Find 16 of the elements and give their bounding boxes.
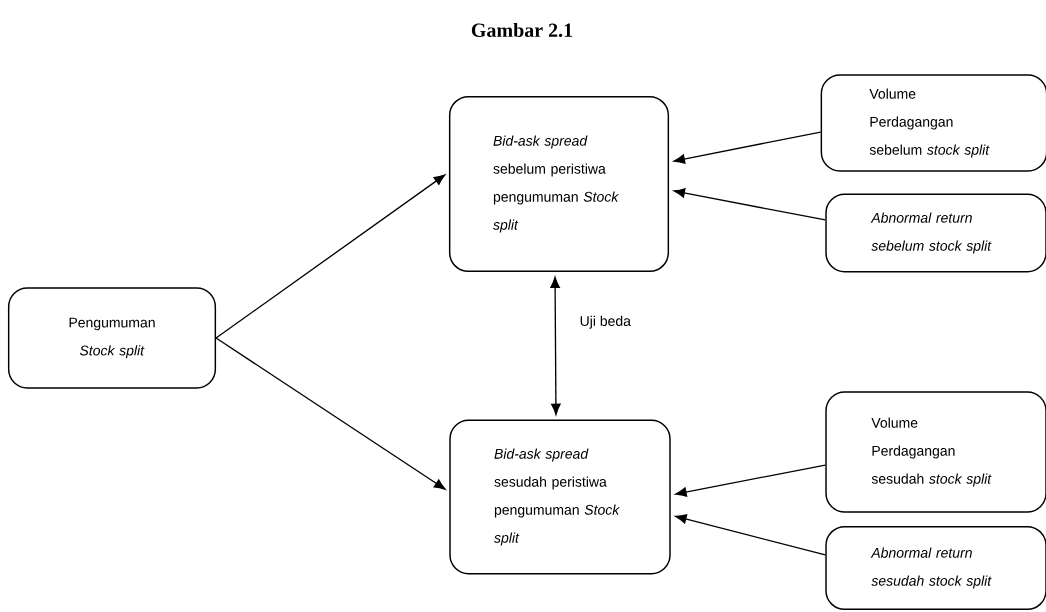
input-box: Volume Perdagangan sebelum stock split: [820, 74, 1046, 172]
title: Gambar 2.1: [471, 22, 573, 38]
arrow: [215, 174, 446, 339]
arrow: [675, 514, 826, 556]
arrow: [673, 131, 822, 164]
edge-label: Uji beda: [576, 313, 634, 332]
input-box: Abnormal return sesudah stock split: [825, 525, 1046, 611]
process-box: Bid-ask spread sesudah peristiwa pengumuman Stock split: [449, 419, 671, 575]
arrow: [673, 188, 826, 221]
process-box: Bid-ask spread sebelum peristiwa pengumuman Stock split: [448, 95, 670, 273]
arrow: [215, 337, 446, 490]
arrow: [550, 276, 561, 416]
input-box: Abnormal return sebelum stock split: [825, 193, 1046, 273]
arrow: [675, 464, 826, 497]
process-box: Pengumuman Stock split: [7, 287, 217, 389]
input-box: Volume Perdagangan sesudah stock split: [825, 391, 1046, 513]
